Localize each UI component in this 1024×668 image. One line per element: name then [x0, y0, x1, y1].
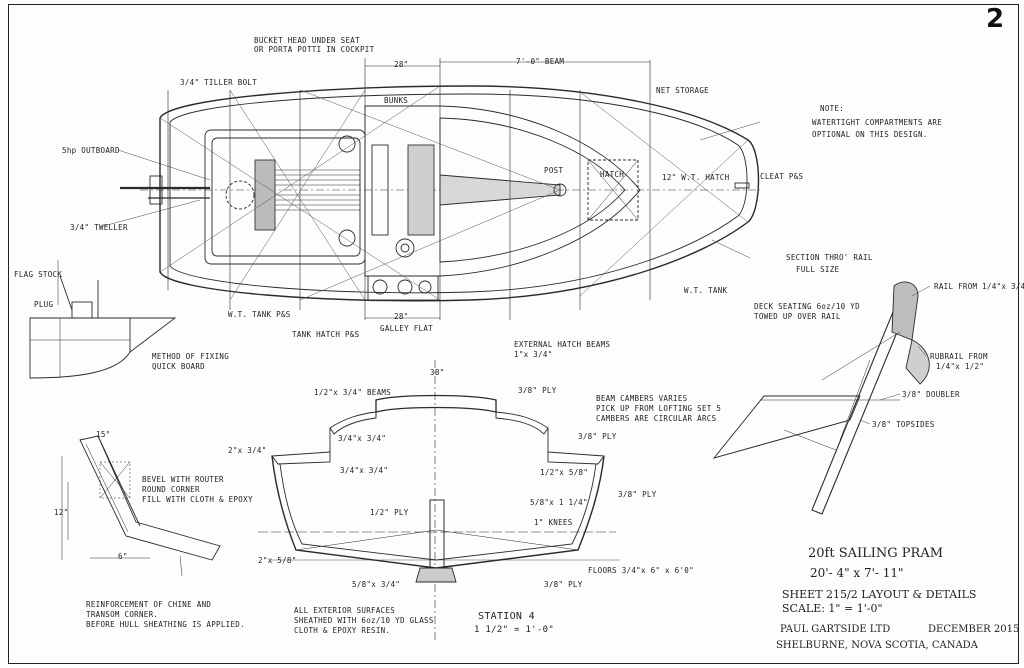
note-cambers-1: BEAM CAMBERS VARIES: [596, 394, 688, 403]
note-bevel-2: ROUND CORNER: [142, 485, 200, 494]
note-post: POST: [544, 166, 564, 175]
note-58x34: 5/8"x 3/4": [352, 580, 401, 589]
note-34x34-a: 3/4"x 3/4": [338, 434, 387, 443]
hull-inner-line: [169, 93, 748, 294]
note-beam: 7'-0" BEAM: [516, 57, 565, 66]
note-line-1: NOTE:: [820, 104, 845, 113]
note-floors: FLOORS 3/4"x 6" x 6'0": [588, 566, 694, 575]
note-method-1: METHOD OF FIXING: [152, 352, 230, 361]
note-cleat: CLEAT P&S: [760, 172, 804, 181]
title-block-sheet: SHEET 215/2 LAYOUT & DETAILS: [782, 588, 977, 601]
title-block-title: 20ft SAILING PRAM: [808, 546, 944, 561]
note-bevel-1: BEVEL WITH ROUTER: [142, 475, 224, 484]
note-rubrail-2: 1/4"x 1/2": [936, 362, 985, 371]
dim-28-top: 28": [394, 60, 409, 69]
midship-section: [258, 360, 620, 640]
note-porta-potti: OR PORTA POTTI IN COCKPIT: [254, 45, 375, 54]
note-method-2: QUICK BOARD: [152, 362, 205, 371]
title-block-firm: PAUL GARTSIDE LTD: [780, 624, 891, 635]
note-section-rail: SECTION THRO' RAIL: [786, 253, 873, 262]
note-exterior-1: ALL EXTERIOR SURFACES: [294, 606, 396, 615]
title-block-location: SHELBURNE, NOVA SCOTIA, CANADA: [776, 640, 978, 651]
note-bucket-head: BUCKET HEAD UNDER SEAT: [254, 36, 360, 45]
note-cambers-3: CAMBERS ARE CIRCULAR ARCS: [596, 414, 717, 423]
note-reinforce-2: TRANSOM CORNER.: [86, 610, 159, 619]
note-ply-top: 3/8" PLY: [518, 386, 557, 395]
note-plug: PLUG: [34, 300, 54, 309]
note-ext-hatch-1: EXTERNAL HATCH BEAMS: [514, 340, 611, 349]
chine-detail: [61, 435, 221, 577]
note-deck-seating-1: DECK SEATING 6oz/10 YD: [754, 302, 860, 311]
note-58x14: 5/8"x 1 1/4": [530, 498, 588, 507]
note-line-3: OPTIONAL ON THIS DESIGN.: [812, 130, 928, 139]
note-flag-stock: FLAG STOCK: [14, 270, 63, 279]
note-reinforce-3: BEFORE HULL SHEATHING IS APPLIED.: [86, 620, 245, 629]
note-full-size: FULL SIZE: [796, 265, 840, 274]
note-galley-flat: GALLEY FLAT: [380, 324, 433, 333]
note-hatch: HATCH: [600, 170, 625, 179]
note-topsides: 3/8" TOPSIDES: [872, 420, 935, 429]
dim-28-bottom: 28": [394, 312, 409, 321]
title-block-dims: 20'- 4" x 7'- 11": [810, 566, 904, 580]
note-deck-seating-2: TOWED UP OVER RAIL: [754, 312, 841, 321]
rail-section: [712, 281, 930, 515]
note-wt-tank: W.T. TANK: [684, 286, 728, 295]
hull-outline: [159, 85, 760, 302]
dim-12: 12": [54, 508, 69, 517]
station-scale: 1 1/2" = 1'-0": [474, 625, 555, 635]
note-12x58: 1/2"x 5/8": [540, 468, 589, 477]
note-exterior-3: CLOTH & EPOXY RESIN.: [294, 626, 391, 635]
dim-38: 38": [430, 368, 445, 377]
note-tiller: 3/4" TWELLER: [70, 223, 128, 232]
note-reinforce-1: REINFORCEMENT OF CHINE AND: [86, 600, 212, 609]
note-ply-a: 3/8" PLY: [578, 432, 617, 441]
note-line-2: WATERTIGHT COMPARTMENTS ARE: [812, 118, 943, 127]
note-bevel-3: FILL WITH CLOTH & EPOXY: [142, 495, 253, 504]
note-angle: 15°: [96, 430, 111, 439]
note-net-storage: NET STORAGE: [656, 86, 709, 95]
note-ext-hatch-2: 1"x 3/4": [514, 350, 553, 359]
note-cambers-2: PICK UP FROM LOFTING SET 5: [596, 404, 722, 413]
note-2x34: 2"x 3/4": [228, 446, 267, 455]
transom-detail: [29, 260, 177, 379]
sheet-number: 2: [986, 4, 1005, 34]
note-ply-b: 3/8" PLY: [618, 490, 657, 499]
station-label: STATION 4: [478, 611, 535, 622]
note-bunks: BUNKS: [384, 96, 409, 105]
note-knees: 1" KNEES: [534, 518, 573, 527]
note-ply-floor: 1/2" PLY: [370, 508, 409, 517]
note-exterior-2: SHEATHED WITH 6oz/10 YD GLASS: [294, 616, 434, 625]
plan-view: [120, 58, 760, 320]
dim-6: 6": [118, 552, 128, 561]
title-block-date: DECEMBER 2015: [928, 624, 1020, 635]
note-beams: 1/2"x 3/4" BEAMS: [314, 388, 392, 397]
note-wt-tank-ps: W.T. TANK P&S: [228, 310, 291, 319]
note-2x58: 2"x 5/8": [258, 556, 297, 565]
note-ply-c: 3/8" PLY: [544, 580, 583, 589]
note-wt-hatch: 12" W.T. HATCH: [662, 173, 730, 182]
note-rail-from: RAIL FROM 1/4"x 3/4": [934, 282, 1024, 291]
title-block-scale: SCALE: 1" = 1'-0": [782, 602, 883, 615]
note-rubrail-1: RUBRAIL FROM: [930, 352, 988, 361]
note-tiller-bolt: 3/4" TILLER BOLT: [180, 78, 258, 87]
note-doubler: 3/8" DOUBLER: [902, 390, 960, 399]
note-tank-hatch: TANK HATCH P&S: [292, 330, 360, 339]
drawing-border: [8, 4, 1019, 664]
note-outboard: 5hp OUTBOARD: [62, 146, 120, 155]
note-34x34-b: 3/4"x 3/4": [340, 466, 389, 475]
